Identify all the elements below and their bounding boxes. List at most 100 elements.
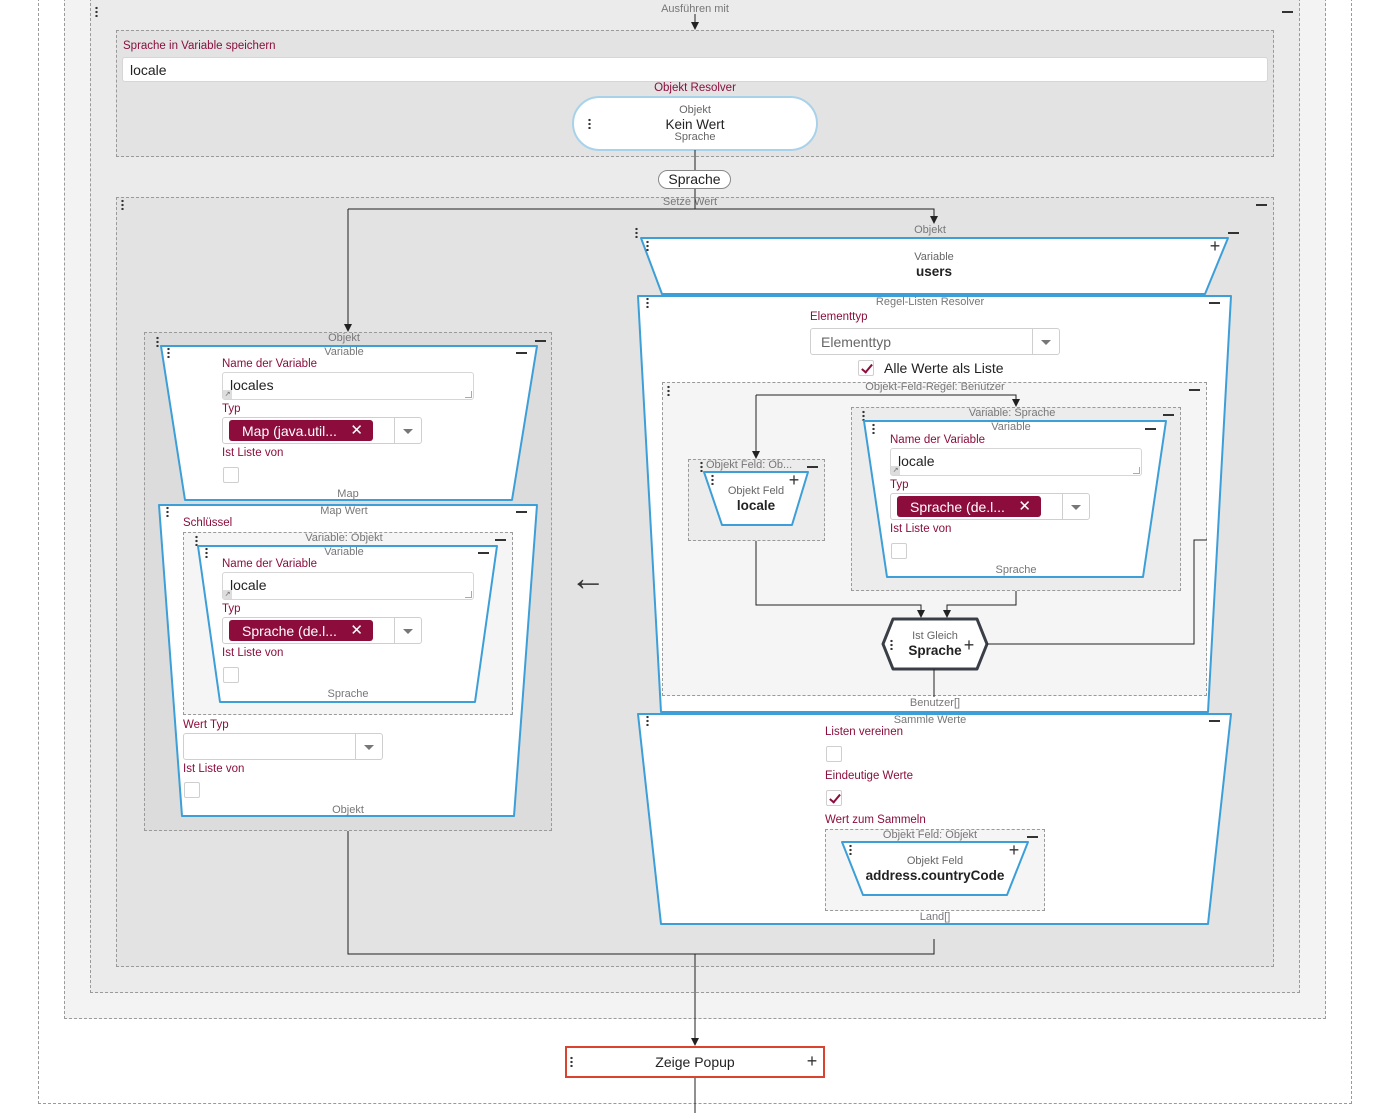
mapwert-variable-objekt-collapse-icon[interactable] — [495, 539, 506, 541]
sprache-type-pill — [658, 170, 731, 189]
var-sprache-collapse-icon[interactable] — [1163, 414, 1174, 416]
wert-zum-sammeln-label: Wert zum Sammeln — [825, 814, 926, 826]
regel-drag-handle[interactable] — [646, 297, 649, 308]
mapwert-werttyp-select[interactable] — [183, 733, 383, 760]
mapwert-collapse-icon[interactable] — [516, 511, 527, 513]
mapwert-inner-typ-select[interactable]: Sprache (de.l...✕ — [222, 617, 422, 644]
resize-icon — [465, 391, 472, 398]
left-objekt-drag-handle[interactable] — [156, 336, 159, 347]
var-sprache-drag-handle[interactable] — [862, 410, 865, 421]
chevron-down-icon[interactable] — [1062, 494, 1089, 519]
setze-wert-collapse-icon[interactable] — [1256, 204, 1267, 206]
mapwert-list-label: Ist Liste von — [183, 763, 245, 775]
sprache-variable-input[interactable]: locale — [122, 57, 1268, 82]
objfeld-locale-drag-handle[interactable] — [700, 461, 703, 472]
sammle-collapse-icon[interactable] — [1209, 720, 1220, 722]
listen-vereinen-checkbox[interactable] — [826, 746, 842, 762]
left-variable-bottom: Map — [337, 488, 359, 500]
left-objekt-caption: Objekt — [328, 332, 360, 344]
objekt-resolver-drag-handle[interactable] — [588, 118, 591, 129]
setze-wert-drag-handle[interactable] — [121, 199, 124, 210]
left-variable-typ-tag: Map (java.util... ✕ — [229, 420, 373, 441]
left-variable-list-label: Ist Liste von — [222, 447, 284, 459]
objfeld-locale-inner-drag-handle[interactable] — [711, 474, 714, 485]
mapwert-inner-name-input[interactable]: locale↗ — [222, 572, 474, 600]
ausfuehren-collapse-icon[interactable] — [1282, 11, 1293, 13]
left-variable-collapse-icon[interactable] — [516, 352, 527, 354]
mapwert-drag-handle[interactable] — [166, 506, 169, 517]
eindeutige-werte-label: Eindeutige Werte — [825, 770, 914, 782]
left-variable-caption: Variable — [324, 346, 364, 358]
ausfuehren-drag-handle[interactable] — [95, 6, 98, 17]
resize-icon — [465, 591, 472, 598]
chevron-down-icon[interactable] — [394, 418, 421, 443]
mapwert-inner-drag-handle[interactable] — [205, 547, 208, 558]
mapwert-key-label: Schlüssel — [183, 517, 233, 529]
chevron-down-icon[interactable] — [1032, 329, 1059, 354]
regel-collapse-icon[interactable] — [1209, 302, 1220, 304]
objekt-resolver-top: Objekt — [679, 104, 711, 116]
chevron-down-icon[interactable] — [394, 618, 421, 643]
mapwert-caption: Map Wert — [320, 505, 368, 517]
objekt-resolver-main: Kein Wert — [665, 117, 725, 132]
sammle-objfeld-collapse-icon[interactable] — [1027, 836, 1038, 838]
ist-gleich-drag-handle[interactable] — [890, 639, 893, 650]
elementtyp-label: Elementtyp — [810, 311, 868, 323]
objekt-resolver-bottom: Sprache — [674, 131, 716, 143]
mapwert-list-checkbox[interactable] — [184, 782, 200, 798]
sammle-drag-handle[interactable] — [646, 715, 649, 726]
sprache-type-pill-text: Sprache — [668, 171, 721, 187]
feld-regel-drag-handle[interactable] — [667, 385, 670, 396]
chevron-down-icon[interactable] — [355, 734, 382, 759]
zeige-popup-add-icon[interactable]: + — [806, 1051, 818, 1071]
mapwert-variable-objekt-drag-handle[interactable] — [195, 535, 198, 546]
ist-gleich-add-icon[interactable]: + — [963, 635, 975, 655]
objfeld-locale-collapse-icon[interactable] — [807, 466, 818, 468]
mapwert-bottom: Objekt — [332, 804, 364, 816]
mapwert-inner-collapse-icon[interactable] — [478, 552, 489, 554]
alle-werte-checkbox[interactable] — [858, 360, 874, 376]
objekt-resolver-label: Objekt Resolver — [654, 82, 736, 94]
left-variable-typ-select[interactable]: Map (java.util... ✕ — [222, 417, 422, 444]
alle-werte-label: Alle Werte als Liste — [884, 360, 1004, 376]
right-objekt-collapse-icon[interactable] — [1228, 232, 1239, 234]
remove-tag-icon[interactable]: ✕ — [350, 422, 363, 439]
var-sprache-typ-value: Sprache (de.l... — [910, 499, 1005, 515]
var-sprache-typ-select[interactable]: Sprache (de.l... ✕ — [890, 493, 1090, 520]
mapwert-inner-list-label: Ist Liste von — [222, 647, 284, 659]
var-sprache-typ-label: Typ — [890, 479, 909, 491]
mapwert-inner-typ-label: Typ — [222, 603, 241, 615]
left-variable-name-label: Name der Variable — [222, 358, 318, 370]
right-objekt-drag-handle[interactable] — [635, 227, 638, 238]
left-variable-typ-value: Map (java.util... — [242, 423, 337, 439]
sammle-objfeld-main: address.countryCode — [865, 868, 1005, 883]
remove-tag-icon[interactable]: ✕ — [350, 622, 363, 639]
left-variable-list-checkbox[interactable] — [223, 467, 239, 483]
sammle-objfeld-add-icon[interactable]: + — [1008, 840, 1020, 860]
var-sprache-name-input[interactable]: locale↗ — [890, 448, 1142, 476]
sammle-objfeld-drag-handle[interactable] — [849, 844, 852, 855]
sammle-objfeld-top: Objekt Feld — [906, 855, 964, 867]
var-sprache-inner-drag-handle[interactable] — [872, 423, 875, 434]
left-variable-drag-handle[interactable] — [167, 347, 170, 358]
mapwert-inner-name-value: locale — [230, 577, 267, 593]
objfeld-locale-add-icon[interactable]: + — [788, 470, 800, 490]
link-icon: ↗ — [223, 590, 232, 599]
mapwert-inner-list-checkbox[interactable] — [223, 667, 239, 683]
left-variable-name-input[interactable]: locales↗ — [222, 372, 474, 400]
zeige-popup-drag-handle[interactable] — [570, 1056, 573, 1067]
eindeutige-werte-checkbox[interactable] — [826, 790, 842, 806]
users-variable-add-icon[interactable]: + — [1209, 236, 1221, 256]
mapwert-inner-name-label: Name der Variable — [222, 558, 318, 570]
feld-regel-collapse-icon[interactable] — [1189, 389, 1200, 391]
elementtyp-select[interactable]: Elementtyp — [810, 328, 1060, 355]
remove-tag-icon[interactable]: ✕ — [1018, 498, 1031, 515]
users-variable-top: Variable — [914, 251, 954, 263]
zeige-popup-label: Zeige Popup — [655, 1054, 735, 1070]
var-sprache-inner-collapse-icon[interactable] — [1145, 428, 1156, 430]
zeige-popup-node[interactable] — [565, 1046, 825, 1078]
users-variable-drag-handle[interactable] — [646, 240, 649, 251]
sprache-variable-label: Sprache in Variable speichern — [123, 40, 276, 52]
left-objekt-collapse-icon[interactable] — [535, 340, 546, 342]
